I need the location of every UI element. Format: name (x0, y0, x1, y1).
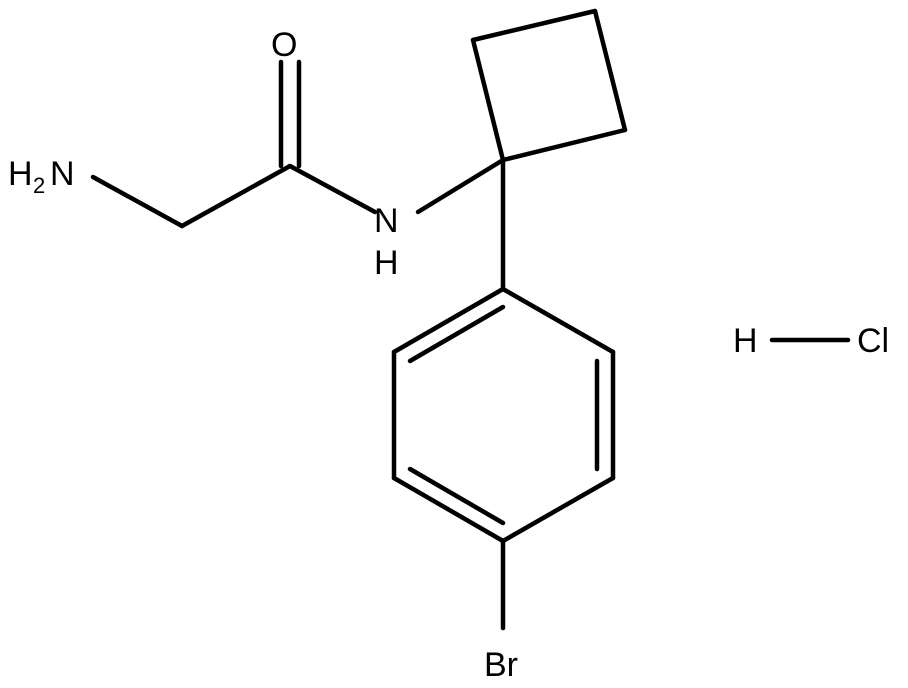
bromine-label: Br (484, 646, 518, 684)
bond-ring-6 (391, 286, 506, 355)
bond-nh2-ch2 (90, 174, 185, 229)
bond-cyclobutane-3 (592, 8, 628, 133)
amide-n-label: N (374, 202, 399, 240)
bond-cyclobutane-1 (470, 37, 506, 163)
hcl-h-label: H (733, 322, 758, 360)
bond-ring-4-inner (407, 466, 506, 526)
bond-ch2-carbonyl (179, 163, 293, 229)
bond-cyclobutane-2 (470, 8, 598, 43)
bond-cyclobutane-4 (500, 127, 628, 163)
amine-n-label: N (50, 155, 75, 193)
hcl-cl-label: Cl (857, 322, 889, 360)
bond-ring-6-inner (407, 304, 506, 364)
amine-subscript: 2 (33, 173, 45, 198)
bond-ring-3 (500, 475, 616, 544)
bond-ring-4 (391, 475, 506, 544)
amine-h-label: H (8, 155, 33, 193)
bond-nh-quaternary-c (415, 157, 506, 215)
bond-carbonyl-nh (287, 163, 378, 215)
amide-h-label: H (374, 244, 399, 282)
bond-ring-1 (500, 286, 616, 355)
oxygen-label: O (271, 26, 297, 64)
